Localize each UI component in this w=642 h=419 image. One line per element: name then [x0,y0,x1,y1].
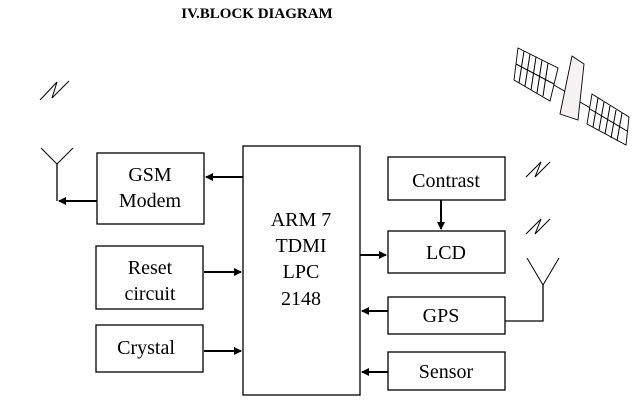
sensor-label: Sensor [419,361,474,383]
satellite-icon [513,47,630,146]
crystal-block: Crystal [95,324,204,373]
lcd-label: LCD [426,242,466,264]
crystal-label: Crystal [117,337,175,359]
lcd-block: LCD [387,230,506,274]
mcu-label-line3: LPC [283,261,320,283]
contrast-label: Contrast [412,170,480,192]
mcu-label-line1: ARM 7 [271,209,332,231]
gsm-label-line2: Modem [119,190,182,212]
reset-label-line2: circuit [124,283,176,305]
mcu-label-line4: 2148 [281,288,321,310]
gps-label: GPS [423,305,460,327]
reset-circuit-block: Reset circuit [95,245,204,310]
contrast-block: Contrast [387,156,506,201]
gsm-label-line1: GSM [128,164,172,186]
gps-block: GPS [387,296,506,335]
gsm-antenna-icon [40,147,74,201]
gps-antenna-icon [505,257,560,322]
reset-label-line1: Reset [128,257,173,279]
gsm-modem-block: GSM Modem [96,152,205,225]
mcu-label-line2: TDMI [275,235,326,257]
sensor-block: Sensor [387,351,506,391]
wireless-signal-icon [39,80,70,101]
diagram-title: IV.BLOCK DIAGRAM [181,6,333,22]
wireless-signal-icon [525,161,551,235]
mcu-block: ARM 7 TDMI LPC 2148 [242,145,361,396]
